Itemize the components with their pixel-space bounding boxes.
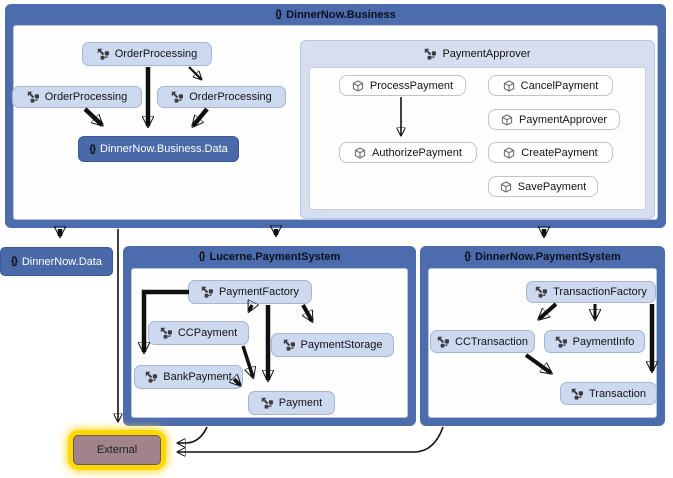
node-label: PaymentApprover [518, 113, 608, 126]
cube-icon [354, 146, 366, 159]
component-icon [571, 388, 584, 400]
node-paymentapprover[interactable]: PaymentApprover [488, 109, 620, 130]
node-label: PaymentFactory [218, 286, 300, 298]
component-icon [27, 91, 40, 103]
node-paymentfactory[interactable]: PaymentFactory [188, 280, 312, 304]
component-icon [535, 286, 548, 298]
container-dinnernow-business-header: {} DinnerNow.Business [5, 4, 666, 25]
node-label: TransactionFactory [553, 286, 647, 298]
node-createpayment[interactable]: CreatePayment [488, 142, 613, 163]
component-icon [437, 336, 450, 348]
node-orderprocessing-right[interactable]: OrderProcessing [157, 86, 286, 108]
node-processpayment[interactable]: ProcessPayment [339, 75, 466, 96]
node-label: CancelPayment [520, 79, 599, 92]
cube-icon [500, 180, 512, 193]
node-label: DinnerNow.Business.Data [100, 143, 228, 155]
node-label: CCPayment [177, 327, 238, 339]
container-title: DinnerNow.PaymentSystem [475, 250, 621, 263]
component-icon [424, 48, 437, 60]
node-label: DinnerNow.Data [21, 255, 102, 268]
component-icon [555, 336, 568, 348]
cube-icon [501, 113, 513, 126]
node-label: AuthorizePayment [372, 146, 462, 159]
node-paymentinfo[interactable]: PaymentInfo [544, 330, 645, 353]
node-label: CreatePayment [521, 146, 598, 159]
container-dnps-header: {} DinnerNow.PaymentSystem [420, 246, 665, 267]
container-title: DinnerNow.Business [286, 8, 396, 21]
namespace-icon: {} [198, 251, 206, 262]
node-label: PaymentInfo [572, 335, 635, 348]
node-label: ProcessPayment [369, 79, 454, 92]
node-transaction[interactable]: Transaction [560, 382, 657, 405]
node-savepayment[interactable]: SavePayment [488, 176, 598, 197]
node-external-inner: External [73, 435, 161, 465]
namespace-icon: {} [275, 9, 282, 20]
group-paymentapprover-header: PaymentApprover [301, 41, 654, 66]
edge-dnps-external [178, 426, 444, 452]
node-transactionfactory[interactable]: TransactionFactory [526, 281, 656, 303]
node-paymentstorage[interactable]: PaymentStorage [271, 333, 394, 357]
namespace-icon: {} [11, 256, 18, 267]
node-external[interactable]: External [68, 430, 166, 470]
node-label: OrderProcessing [189, 91, 272, 103]
node-label: OrderProcessing [114, 48, 198, 60]
namespace-icon: {} [464, 251, 471, 262]
container-lucerne-header: {} Lucerne.PaymentSystem [123, 246, 416, 267]
node-dinnernow-data[interactable]: {} DinnerNow.Data [0, 247, 113, 276]
cube-icon [503, 79, 515, 92]
node-label: PaymentStorage [300, 339, 383, 351]
component-icon [171, 91, 184, 103]
node-cancelpayment[interactable]: CancelPayment [488, 75, 613, 96]
node-label: External [96, 444, 138, 456]
node-label: OrderProcessing [44, 91, 128, 103]
component-icon [97, 48, 110, 60]
namespace-icon: {} [89, 143, 96, 155]
component-icon [160, 327, 173, 339]
node-ccpayment[interactable]: CCPayment [148, 321, 249, 345]
cube-icon [352, 79, 364, 92]
node-label: Transaction [588, 387, 647, 400]
component-icon [261, 397, 274, 409]
node-authorizepayment[interactable]: AuthorizePayment [339, 142, 477, 163]
node-label: SavePayment [517, 180, 587, 193]
node-payment[interactable]: Payment [248, 391, 335, 415]
group-title: PaymentApprover [442, 47, 531, 60]
component-icon [145, 371, 158, 383]
node-orderprocessing-left[interactable]: OrderProcessing [12, 86, 142, 108]
component-icon [201, 286, 214, 298]
edge-lucerne-external [178, 426, 208, 443]
node-dinnernow-business-data[interactable]: {} DinnerNow.Business.Data [78, 136, 239, 162]
cube-icon [503, 146, 515, 159]
node-label: CCTransaction [455, 335, 528, 348]
node-cctransaction[interactable]: CCTransaction [430, 330, 535, 353]
node-label: Payment [278, 397, 323, 409]
node-bankpayment[interactable]: BankPayment [134, 365, 243, 389]
node-label: BankPayment [163, 371, 232, 383]
component-icon [283, 339, 296, 351]
container-title: Lucerne.PaymentSystem [209, 250, 341, 263]
node-orderprocessing-top[interactable]: OrderProcessing [82, 42, 212, 66]
